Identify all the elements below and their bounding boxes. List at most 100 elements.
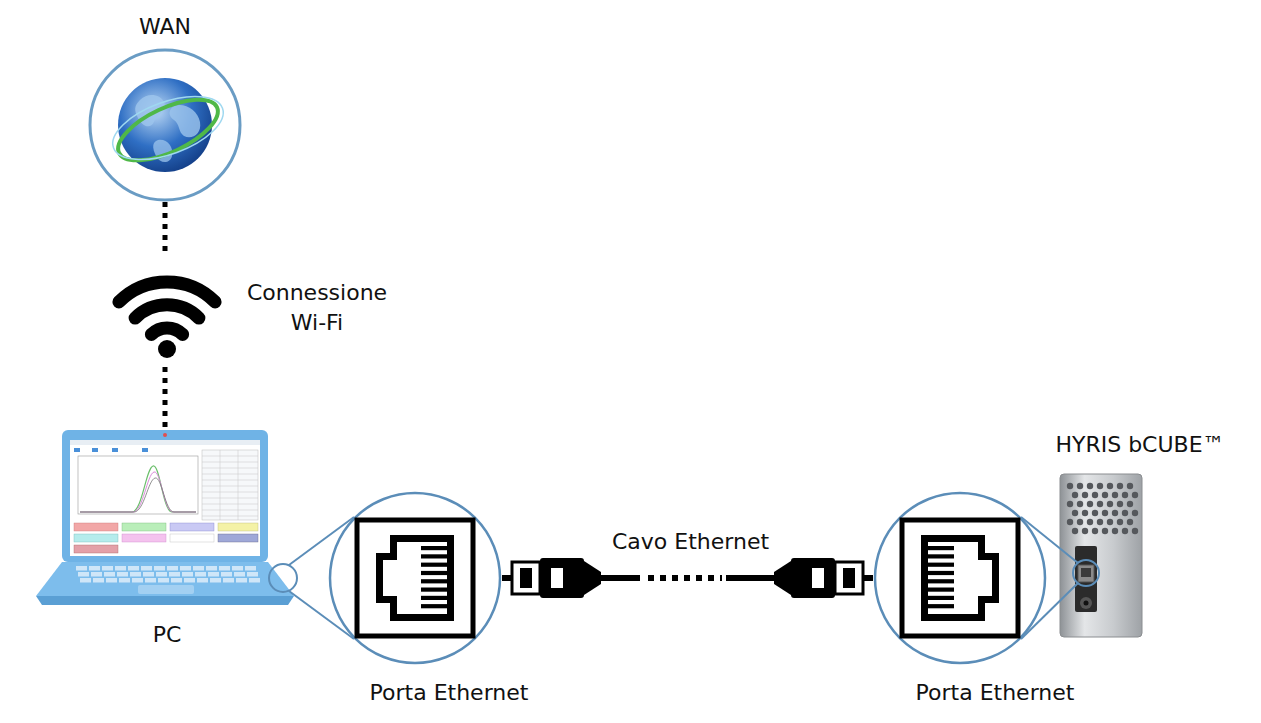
device-box-shape-part — [1102, 528, 1108, 534]
device-box-shape-part — [1077, 483, 1083, 489]
laptop-computer-shape-part — [143, 572, 154, 577]
laptop-computer-shape-part — [122, 534, 166, 542]
device-box-shape-part — [1102, 492, 1108, 498]
node-label: Porta Ethernet — [875, 678, 1115, 708]
device-box-shape-part — [1067, 501, 1073, 507]
laptop-computer-shape-part — [219, 566, 230, 571]
laptop-computer-shape-part — [154, 566, 165, 571]
zoom-leader-lines — [269, 517, 1099, 639]
ethernet-plug-part — [791, 558, 835, 598]
laptop-computer-shape-part — [138, 585, 194, 594]
device-box-shape-part — [1072, 528, 1078, 534]
device-box-shape-part — [1122, 528, 1128, 534]
device-box-shape-part — [1122, 510, 1128, 516]
port-zoom-circle-shape-part-part — [902, 520, 1018, 636]
edge-layer — [165, 202, 873, 578]
device-box-shape-part — [1082, 492, 1088, 498]
device-box-shape-part — [1072, 492, 1078, 498]
device-box-shape-part — [1087, 519, 1093, 525]
laptop-computer-shape-part — [102, 566, 113, 571]
port-zoom-circle-shape-part-part — [928, 542, 992, 614]
ethernet-plug-part — [812, 568, 824, 588]
port-zoom-circle-shape-part-part — [921, 535, 999, 621]
laptop-computer-shape-part — [76, 566, 87, 571]
ethernet-plug-part — [520, 568, 532, 588]
port-zoom-circle-shape-part-part — [383, 542, 447, 614]
device-box-shape-part — [1081, 568, 1091, 577]
laptop-computer-shape-part — [184, 578, 195, 583]
laptop-computer-shape-part — [91, 572, 102, 577]
device-box-shape-part — [1092, 492, 1098, 498]
wifi-symbol-part — [95, 252, 240, 362]
port-zoom-circle-shape-part-part — [357, 520, 473, 636]
port-zoom-circle-shape-part-part — [421, 596, 447, 600]
node-label: Porta Ethernet — [329, 678, 569, 708]
laptop-computer-shape-part — [221, 572, 232, 577]
ethernet-plug — [512, 558, 601, 598]
wifi-link — [163, 202, 168, 430]
device-box-shape-part — [1112, 492, 1118, 498]
laptop-computer-shape-part — [202, 450, 258, 520]
laptop-computer-shape-part — [249, 578, 260, 583]
device-box-shape-part — [1067, 483, 1073, 489]
laptop-computer-shape-part — [132, 578, 143, 583]
port-zoom-circle-shape-part-part — [928, 563, 954, 567]
ethernet-plug-part — [584, 561, 601, 595]
laptop-computer-shape-part — [218, 534, 258, 542]
port-zoom-circle-shape-part-part — [421, 579, 447, 583]
laptop-computer-shape-part — [78, 572, 89, 577]
laptop-computer-shape-part — [142, 448, 148, 452]
device-box-shape-part — [1132, 492, 1138, 498]
device-box-shape-part — [1112, 528, 1118, 534]
port-zoom-circle-shape-part-part — [421, 546, 447, 550]
network-circle-shape-part — [90, 50, 240, 200]
laptop-computer-shape-part — [180, 566, 191, 571]
wifi-symbol — [95, 252, 240, 362]
cable-dotted-gap-part — [640, 566, 726, 590]
ethernet-plug-part — [835, 562, 863, 594]
zoom-leader-lines-part — [1073, 560, 1099, 586]
laptop-computer-shape-part — [193, 566, 204, 571]
device-box-shape-part — [1075, 546, 1097, 612]
laptop-computer-shape-part — [210, 578, 221, 583]
laptop-computer-shape-part — [74, 448, 80, 452]
laptop-computer-shape-part — [130, 572, 141, 577]
laptop-computer-shape-part — [182, 572, 193, 577]
laptop-computer-shape-part — [78, 456, 198, 514]
laptop-computer-shape-part — [167, 566, 178, 571]
device-box-shape-part — [1097, 483, 1103, 489]
laptop-computer-shape-part — [170, 534, 214, 542]
node-label: WAN — [88, 12, 242, 42]
laptop-computer-shape-part — [74, 545, 118, 553]
port-zoom-circle-shape-part-part — [928, 579, 954, 583]
device-box-shape-part — [1132, 528, 1138, 534]
port-zoom-circle-shape-part-part — [421, 554, 447, 558]
wifi-symbol-part — [135, 305, 199, 318]
network-circle-shape — [88, 48, 242, 202]
device-box-shape-part — [1092, 528, 1098, 534]
port-zoom-circle-shape-part-part — [421, 563, 447, 567]
cable-dotted-gap-part — [648, 575, 722, 581]
device-box-shape-part — [1087, 483, 1093, 489]
port-zoom-circle-shape-part-part — [421, 571, 447, 575]
laptop-computer-shape-part — [158, 578, 169, 583]
laptop-computer-shape-part — [232, 566, 243, 571]
device-box-shape-part — [1117, 519, 1123, 525]
laptop-computer-shape-part — [70, 440, 260, 556]
laptop-computer-shape-part — [106, 578, 117, 583]
port-zoom-circle-shape-part-part — [421, 588, 447, 592]
wifi-symbol-part — [119, 282, 215, 302]
port-zoom-circle-shape-part — [357, 520, 473, 636]
laptop-computer-shape-part — [80, 472, 196, 512]
port-zoom-circle-shape-part-part — [928, 571, 954, 575]
device-box-shape-part — [1112, 510, 1118, 516]
device-box-shape-part — [1082, 510, 1088, 516]
ethernet-plug-part — [774, 561, 791, 595]
device-box-shape — [1055, 470, 1145, 640]
laptop-computer-shape-part — [128, 566, 139, 571]
laptop-computer-shape-part — [74, 534, 118, 542]
port-zoom-circle-shape-part-part — [928, 604, 954, 608]
laptop-computer-shape-part — [93, 578, 104, 583]
zoom-leader-lines-part — [289, 517, 354, 565]
